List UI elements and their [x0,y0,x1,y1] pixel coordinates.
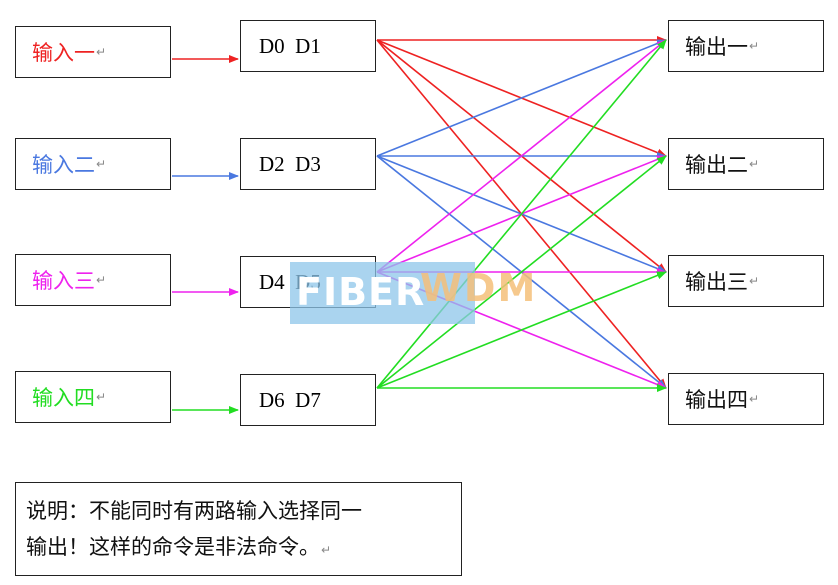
output-label-1: 输出一 [685,35,748,59]
route-arrow-4-to-2 [376,155,667,389]
return-mark: ↵ [321,543,332,557]
return-mark: ↵ [96,273,107,287]
return-mark: ↵ [96,157,107,171]
route-arrow-4-to-1 [376,39,667,389]
route-arrow-2-to-1 [376,39,667,157]
return-mark: ↵ [749,157,760,171]
input-box-2: 输入二↵ [15,138,171,190]
input-label-4: 输入四 [32,386,95,410]
d-label-3: D4 D5 [259,269,321,294]
input-label-2: 输入二 [32,153,95,177]
d-box-3: D4 D5 [240,256,376,308]
input-label-1: 输入一 [32,41,95,65]
d-label-2: D2 D3 [259,151,321,176]
input-box-1: 输入一↵ [15,26,171,78]
d-label-4: D6 D7 [259,387,321,412]
input-box-3: 输入三↵ [15,254,171,306]
output-label-3: 输出三 [685,270,748,294]
output-box-3: 输出三↵ [668,255,824,307]
d-label-1: D0 D1 [259,33,321,58]
return-mark: ↵ [96,45,107,59]
output-label-2: 输出二 [685,153,748,177]
return-mark: ↵ [749,392,760,406]
d-box-2: D2 D3 [240,138,376,190]
input-box-4: 输入四↵ [15,371,171,423]
route-arrow-4-to-3 [376,271,667,389]
return-mark: ↵ [96,390,107,404]
d-box-4: D6 D7 [240,374,376,426]
output-box-4: 输出四↵ [668,373,824,425]
note-line-2-wrap: 输出！这样的命令是非法命令。↵ [26,529,451,568]
note-line-1: 说明：不能同时有两路输入选择同一 [26,499,362,523]
input-label-3: 输入三 [32,269,95,293]
note-box: 说明：不能同时有两路输入选择同一 输出！这样的命令是非法命令。↵ [15,482,462,576]
d-box-1: D0 D1 [240,20,376,72]
return-mark: ↵ [749,274,760,288]
route-arrow-3-to-1 [376,39,667,273]
output-box-2: 输出二↵ [668,138,824,190]
return-mark: ↵ [749,39,760,53]
output-label-4: 输出四 [685,388,748,412]
output-box-1: 输出一↵ [668,20,824,72]
note-line-2: 输出！这样的命令是非法命令。 [26,535,320,559]
